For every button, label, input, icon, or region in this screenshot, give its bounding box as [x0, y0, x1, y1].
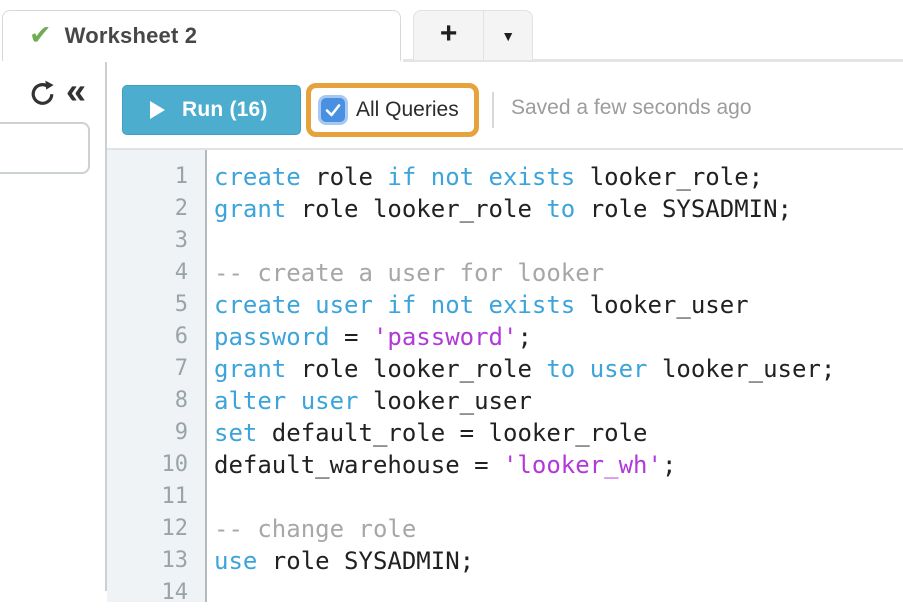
run-button[interactable]: Run (16): [122, 85, 301, 135]
code-area[interactable]: create role if not exists looker_role;gr…: [207, 150, 903, 602]
line-number: 10: [161, 452, 189, 477]
tab-bar: ✔ Worksheet 2 + ▼: [0, 0, 903, 62]
tab-actions-group: + ▼: [413, 10, 533, 60]
all-queries-label: All Queries: [356, 98, 459, 121]
object-browser-box[interactable]: [0, 122, 90, 174]
refresh-icon[interactable]: [29, 80, 56, 107]
code-line[interactable]: [214, 577, 903, 609]
toolbar-bottom-border: [107, 148, 903, 150]
line-number: 8: [174, 388, 188, 413]
tab-worksheet-2[interactable]: ✔ Worksheet 2: [2, 10, 401, 61]
worksheet-menu-button[interactable]: ▼: [484, 11, 532, 60]
line-number: 1: [174, 164, 188, 189]
code-line[interactable]: grant role looker_role to role SYSADMIN;: [214, 195, 792, 223]
left-sidebar: «: [0, 62, 105, 591]
sidebar-divider: [105, 62, 107, 591]
code-line[interactable]: -- create a user for looker: [214, 259, 605, 287]
tab-bar-bottom-border: [403, 59, 903, 62]
toolbar-divider: [492, 92, 494, 128]
line-number: 11: [161, 484, 189, 509]
line-number: 7: [174, 356, 188, 381]
play-icon: [150, 101, 165, 119]
worksheet-toolbar: Run (16) All Queries Saved a few seconds…: [107, 62, 903, 150]
code-line[interactable]: -- change role: [214, 515, 417, 543]
saved-check-icon: ✔: [29, 19, 52, 50]
code-line[interactable]: grant role looker_role to user looker_us…: [214, 355, 836, 383]
all-queries-highlight-ring: All Queries: [306, 83, 479, 137]
run-button-label: Run (16): [182, 98, 268, 121]
caret-down-icon: ▼: [501, 27, 516, 44]
plus-icon: +: [439, 16, 458, 50]
code-line[interactable]: create role if not exists looker_role;: [214, 163, 764, 191]
line-number: 6: [174, 324, 188, 349]
saved-status: Saved a few seconds ago: [511, 96, 752, 119]
line-number: 4: [174, 260, 188, 285]
line-number: 14: [161, 580, 189, 605]
code-line[interactable]: [214, 481, 903, 513]
new-worksheet-button[interactable]: +: [414, 11, 485, 60]
collapse-left-icon[interactable]: «: [65, 69, 86, 111]
line-number: 3: [174, 228, 188, 253]
tab-title: Worksheet 2: [64, 23, 198, 48]
code-line[interactable]: set default_role = looker_role: [214, 419, 648, 447]
code-line[interactable]: alter user looker_user: [214, 387, 532, 415]
code-line[interactable]: password = 'password';: [214, 323, 532, 351]
line-number: 9: [174, 420, 188, 445]
all-queries-checkbox[interactable]: [321, 98, 345, 122]
code-line[interactable]: use role SYSADMIN;: [214, 547, 475, 575]
line-number: 12: [161, 516, 189, 541]
line-number: 5: [174, 292, 188, 317]
line-number: 2: [174, 196, 188, 221]
code-line[interactable]: create user if not exists looker_user: [214, 291, 749, 319]
line-number: 13: [161, 548, 189, 573]
code-line[interactable]: default_warehouse = 'looker_wh';: [214, 451, 677, 479]
code-line[interactable]: [214, 225, 903, 257]
checkmark-icon: [325, 104, 341, 117]
